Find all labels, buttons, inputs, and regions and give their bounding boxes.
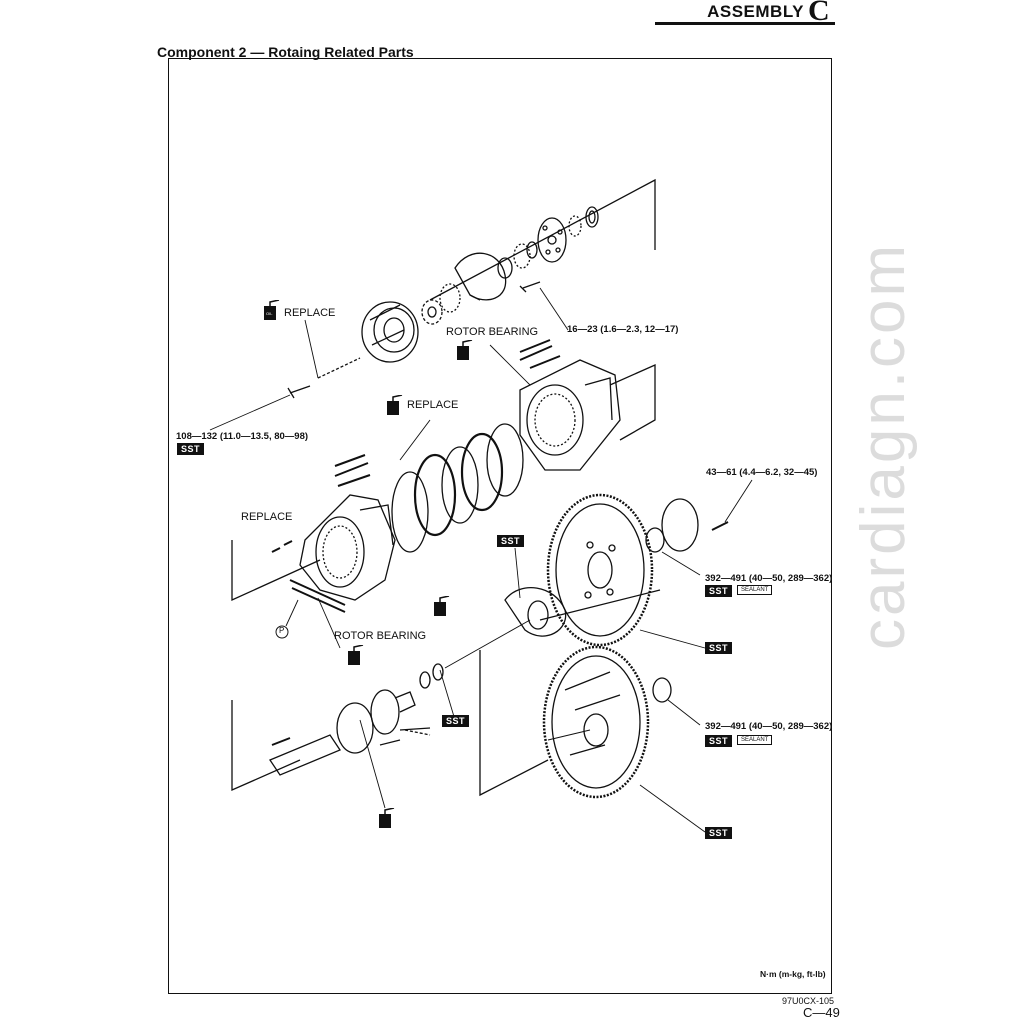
side-seal [289,579,346,613]
counterweight-flywheel [542,645,650,799]
bearing-1 [497,257,513,279]
oil-can-icon: OIL [264,300,280,320]
leader-sst-4 [439,669,456,721]
sst-tag: SST [705,827,733,839]
ring-gear-flywheel [546,493,654,647]
units-note: N·m (m-kg, ft-lb) [760,969,826,979]
diagram-frame [168,58,832,994]
shaft-axis [444,619,531,669]
p-mark: P [279,626,285,635]
front-rotor [519,359,621,471]
leader-t5 [667,699,701,726]
leader-rotor-2 [317,597,341,649]
guide-line-top [429,178,656,301]
ring-2 [413,453,457,537]
bearing-3 [526,241,538,259]
leader-sst-3 [639,784,706,833]
sst-tag: SST [705,642,733,654]
shaft-ring-1 [419,671,431,689]
thrust-washer-inner [588,210,596,224]
shaft-pin [271,737,291,746]
sealant-tag: SEALANT [737,585,773,595]
shaft-plug [404,729,431,736]
shaft-ring-2 [432,663,444,681]
guide-line-mid [231,540,321,602]
leader-t1 [539,287,569,331]
p-circle [275,625,289,639]
small-gear [421,299,443,325]
ring-5 [486,423,524,497]
section-letter: C [808,0,830,27]
leader-p [285,599,299,627]
leader-t3 [724,479,753,523]
oil-can-icon [387,395,403,415]
leader-oil-bottom [359,719,386,809]
replace-label: REPLACE [407,399,459,411]
guide-line-flywheel-2 [539,589,661,621]
bearing-2 [513,243,531,269]
leader-t2 [209,394,291,431]
oil-can-icon [434,596,450,616]
bolt-top [519,281,541,293]
counterweight [454,252,507,301]
oil-can-icon [379,808,395,828]
spring-top [317,357,361,379]
sst-tag: SST [705,585,733,597]
bolt-pulley [287,385,311,399]
leader-sst-2 [639,629,706,649]
torque-spec: 16—23 (1.6—2.3, 12—17) [567,324,679,335]
section-title: ASSEMBLY [707,2,804,21]
leader-t4 [661,551,701,576]
torque-spec: 392—491 (40—50, 289—362) [705,721,833,732]
rotor-bearing-label: ROTOR BEARING [334,630,427,642]
replace-label: REPLACE [241,511,293,523]
leader-rotor-1 [489,344,531,386]
nut-top [645,527,665,553]
header-rule [655,22,835,25]
seal-strips-top [519,339,561,369]
figure-code: 97U0CX-105 [782,996,835,1006]
pulley [361,301,419,363]
leader-sst-1 [514,547,521,599]
ring-4 [460,432,504,512]
torque-spec: 43—61 (4.4—6.2, 32—45) [706,467,818,478]
guide-line-rotor [609,363,656,441]
leader-replace-1 [304,319,319,379]
needle-bearing [568,215,582,237]
svg-text:OIL: OIL [266,311,273,316]
leader-replace-2 [399,419,431,461]
sst-tag: SST [705,735,733,747]
sprocket [439,283,461,313]
oil-can-icon [457,340,473,360]
sst-tag: SST [442,715,470,727]
sealant-tag: SEALANT [737,735,773,745]
watermark: cardiagn.com [849,241,918,650]
sst-tag: SST [497,535,525,547]
eccentric-plate [537,217,567,263]
guide-line-flywheel [479,650,549,797]
sst-tag: SST [177,443,205,455]
lock-plate [661,498,699,552]
seal-strips-mid [334,454,371,487]
torque-spec: 108—132 (11.0—13.5, 80—98) [176,431,309,442]
rear-rotor [299,494,396,601]
rotor-bearing-label: ROTOR BEARING [446,326,539,338]
ring-1 [391,471,429,553]
ring-3 [441,446,479,524]
guide-line-shaft [231,700,301,791]
small-parts [271,540,293,553]
washer-bolt [711,521,729,531]
eccentric-shaft [269,689,431,776]
oil-can-icon [348,645,364,665]
thrust-washer [585,206,599,228]
replace-label: REPLACE [284,307,336,319]
page-number: C—49 [803,1005,840,1020]
component-title: Component 2 — Rotaing Related Parts [157,44,414,60]
torque-spec: 392—491 (40—50, 289—362) [705,573,833,584]
nut-bottom [652,677,672,703]
flywheel-axis [547,729,591,741]
